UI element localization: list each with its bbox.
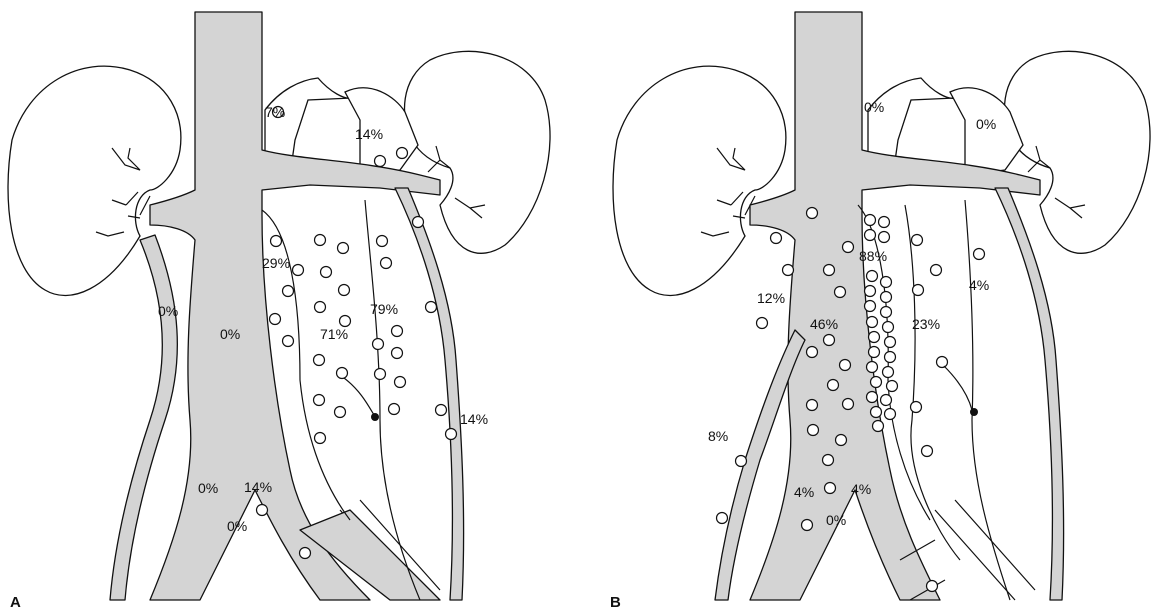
panel-b: 0% 0% 12% 88% 46% 23% 4% 8% 4% 4% 0%	[613, 12, 1150, 600]
pct-retrocrural-left-b: 0%	[864, 99, 884, 115]
kidney-right-b	[1005, 51, 1151, 253]
pct-precaval-b: 46%	[810, 316, 838, 332]
pct-right-common-iliac-b: 4%	[794, 484, 814, 500]
pct-interiliac-b: 0%	[826, 512, 846, 528]
ureter-left	[110, 235, 177, 600]
pct-right-paracaval-b: 12%	[757, 290, 785, 306]
pct-interiliac-upper-a: 14%	[244, 479, 272, 495]
ureter-right-b	[995, 188, 1064, 600]
panel-a: 7% 14% 29% 71% 79% 14% 0% 0% 0% 14% 0%	[8, 12, 550, 600]
pct-preaortic-b: 23%	[912, 316, 940, 332]
pct-paracaval-upper-a: 29%	[262, 255, 290, 271]
pct-left-paraaortic-a: 79%	[370, 301, 398, 317]
pct-interaortocaval-b: 88%	[859, 248, 887, 264]
pct-right-renal-hilar-a: 0%	[158, 303, 178, 319]
pct-interiliac-lower-a: 0%	[227, 518, 247, 534]
pct-retrocrural-right-a: 14%	[355, 126, 383, 142]
ureter-right	[395, 188, 464, 600]
kidney-right	[405, 51, 551, 253]
panel-label-a: A	[10, 594, 21, 611]
pct-precaval-a: 71%	[320, 326, 348, 342]
pct-left-paraaortic-b: 4%	[969, 277, 989, 293]
pct-retrocrural-right-b: 0%	[976, 116, 996, 132]
kidney-left-b	[613, 66, 786, 295]
pct-right-ureteral-b: 8%	[708, 428, 728, 444]
pct-caval-a: 0%	[220, 326, 240, 342]
pct-right-common-iliac-a: 0%	[198, 480, 218, 496]
pct-left-ureteral-a: 14%	[460, 411, 488, 427]
pct-retrocrural-left-a: 7%	[265, 104, 285, 120]
panel-label-b: B	[610, 594, 621, 611]
pct-left-common-iliac-b: 4%	[851, 481, 871, 497]
